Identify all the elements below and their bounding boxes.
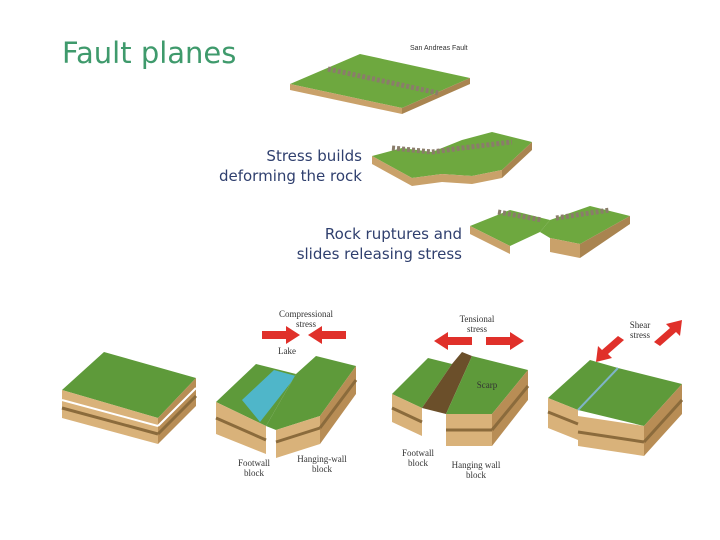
shear-fault-block bbox=[547, 360, 684, 456]
tensional-fault-block bbox=[391, 352, 530, 446]
tensional-arrows bbox=[434, 332, 524, 350]
compressional-fault-block bbox=[215, 356, 358, 458]
caption-stress: Stress builds deforming the rock bbox=[218, 147, 362, 185]
shear-arrows bbox=[596, 320, 682, 362]
fault-block-ruptured bbox=[470, 206, 630, 258]
compressional-arrows bbox=[262, 326, 346, 344]
san-andreas-label: San Andreas Fault bbox=[410, 45, 468, 52]
layered-block bbox=[61, 352, 198, 444]
scarp-label: Scarp bbox=[476, 380, 498, 390]
fault-block-intact bbox=[290, 54, 470, 114]
tensional-hanging-wall-label: Hanging wall block bbox=[451, 460, 501, 480]
lake-label: Lake bbox=[278, 346, 296, 356]
tensional-stress-label: Tensional stress bbox=[459, 314, 495, 334]
compressional-hanging-wall-label: Hanging-wall block bbox=[297, 454, 347, 474]
tensional-footwall-label: Footwall block bbox=[401, 448, 434, 468]
fault-block-stressed bbox=[372, 132, 532, 186]
compressional-stress-label: Compressional stress bbox=[279, 309, 333, 329]
slide-title: Fault planes bbox=[62, 36, 237, 70]
compressional-footwall-label: Footwall block bbox=[237, 458, 270, 478]
shear-stress-label: Shear stress bbox=[629, 320, 651, 340]
caption-rupture: Rock ruptures and slides releasing stres… bbox=[296, 225, 462, 263]
